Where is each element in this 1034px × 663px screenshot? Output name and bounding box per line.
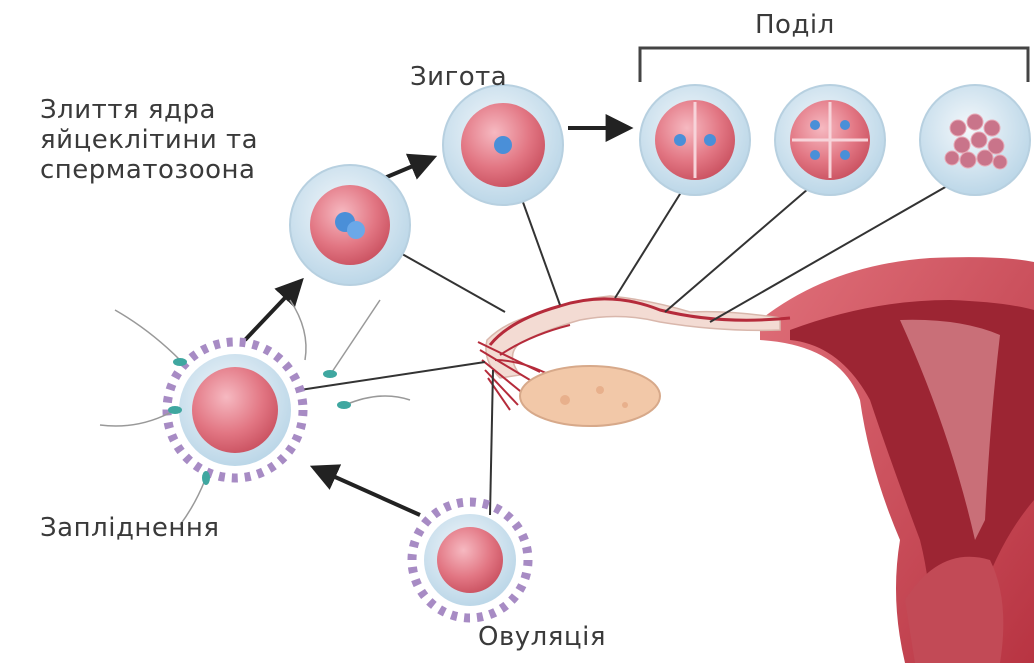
ovary [520, 366, 660, 426]
division-2-cell [640, 85, 750, 195]
division-bracket [640, 48, 1028, 82]
zygote-cell [443, 85, 563, 205]
fertilization-label: Запліднення [40, 513, 220, 543]
fusion-cell [290, 165, 410, 285]
ovulation-label: Овуляція [478, 622, 606, 652]
division-4-cell [775, 85, 885, 195]
division-label: Поділ [755, 10, 835, 40]
ovulation-cell [412, 502, 528, 618]
arrow-ovulation-to-fertilization [315, 468, 420, 515]
fusion-label: Злиття ядра яйцеклітини та сперматозоона [40, 95, 258, 185]
fusion-label-line-3: сперматозоона [40, 155, 258, 185]
division-morula [920, 85, 1030, 195]
fusion-label-line-1: Злиття ядра [40, 95, 258, 125]
arrow-fertilization-to-fusion [245, 282, 300, 340]
fusion-label-line-2: яйцеклітини та [40, 125, 258, 155]
uterus [760, 257, 1034, 663]
zygote-label: Зигота [410, 62, 507, 92]
